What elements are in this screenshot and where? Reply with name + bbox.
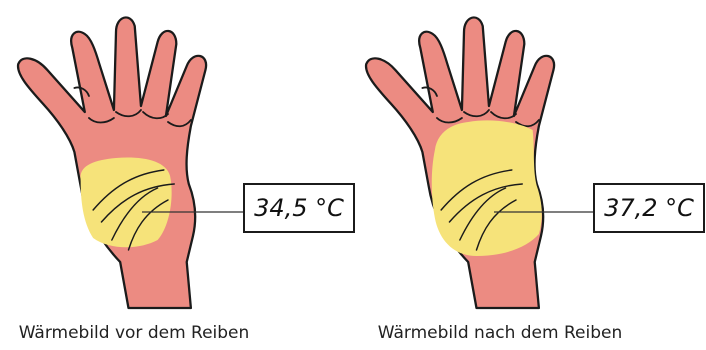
hand-before — [18, 17, 206, 308]
caption-after: Wärmebild nach dem Reiben — [378, 323, 622, 343]
temperature-after: 37,2 °C — [604, 194, 694, 222]
hand-after — [366, 17, 554, 308]
warm-area-after — [432, 120, 542, 256]
caption-before: Wärmebild vor dem Reiben — [19, 323, 250, 343]
temperature-before: 34,5 °C — [254, 194, 344, 222]
